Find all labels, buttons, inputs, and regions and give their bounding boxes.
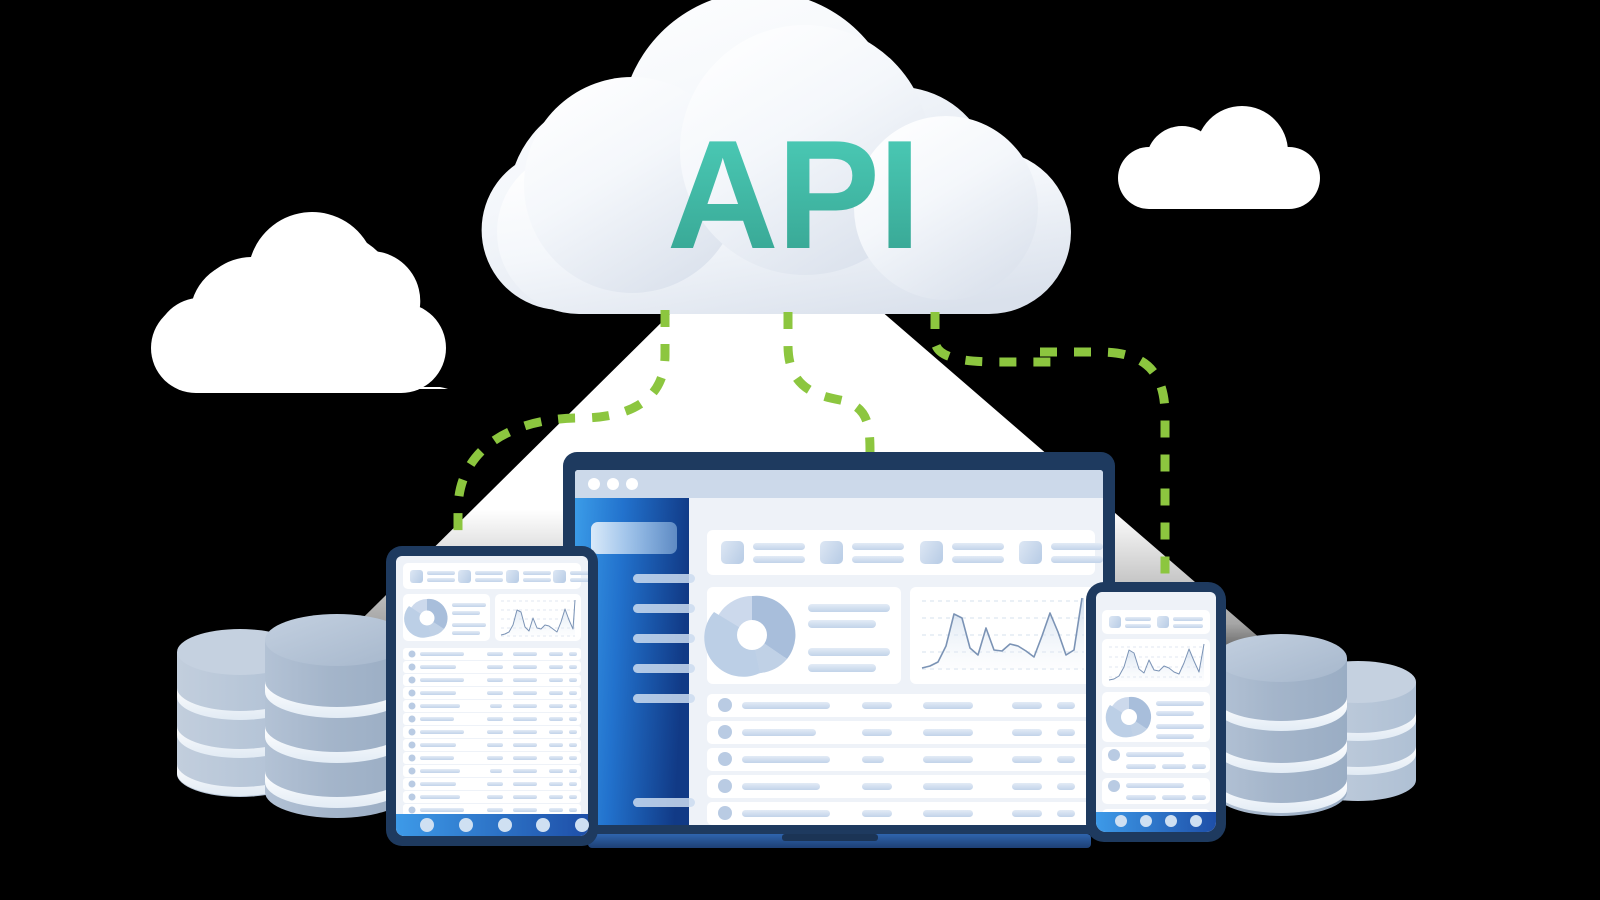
tablet-home-dot[interactable]	[498, 818, 512, 832]
window-dot-3[interactable]	[626, 478, 638, 490]
sidebar-item-2[interactable]	[633, 604, 695, 613]
phone-legend-4	[1156, 734, 1194, 739]
stat-item-1[interactable]	[721, 541, 805, 564]
connector-group	[453, 310, 1170, 592]
table-row[interactable]	[707, 748, 1095, 771]
area-chart[interactable]	[921, 597, 1084, 670]
database-stack-right-front	[1215, 634, 1347, 816]
sidebar-item-4[interactable]	[633, 664, 695, 673]
tablet-home-dot[interactable]	[420, 818, 434, 832]
cloud-to-tablet-link	[453, 310, 670, 553]
decor-cloud-left	[151, 212, 448, 393]
window-dot-2[interactable]	[607, 478, 619, 490]
tablet-stat-item[interactable]	[458, 570, 503, 583]
tablet-legend-3	[452, 623, 486, 627]
phone-stat-item[interactable]	[1109, 616, 1151, 628]
tablet-stat-item[interactable]	[553, 570, 598, 583]
sidebar-item-1[interactable]	[633, 574, 695, 583]
tablet-legend-1	[452, 603, 486, 607]
laptop-table	[707, 694, 1095, 825]
tablet-legend-2	[452, 611, 480, 615]
list-item[interactable]	[403, 765, 581, 777]
list-item[interactable]	[403, 648, 581, 660]
list-item[interactable]	[403, 661, 581, 673]
stat-item-4[interactable]	[1019, 541, 1103, 564]
phone-home-dot[interactable]	[1190, 815, 1202, 827]
laptop-title-bar	[575, 470, 1103, 498]
phone-legend-2	[1156, 711, 1194, 716]
cloud-to-phone-link-b	[1040, 347, 1170, 592]
phone-legend-1	[1156, 701, 1204, 706]
phone-legend-3	[1156, 724, 1204, 729]
sidebar-item-3[interactable]	[633, 634, 695, 643]
phone-home-dot[interactable]	[1140, 815, 1152, 827]
tablet-home-dot[interactable]	[459, 818, 473, 832]
cloud-to-laptop-link	[783, 312, 875, 453]
tablet-home-dot[interactable]	[575, 818, 589, 832]
phone-area-chart[interactable]	[1108, 643, 1205, 681]
stat-item-2[interactable]	[820, 541, 904, 564]
sidebar-item-6[interactable]	[633, 798, 695, 807]
donut-legend-3	[808, 648, 890, 656]
phone-home-dot[interactable]	[1115, 815, 1127, 827]
sidebar-item-5[interactable]	[633, 694, 695, 703]
phone-home-bar	[1096, 812, 1216, 832]
decor-cloud-right	[1118, 106, 1320, 209]
laptop-stats-card	[707, 530, 1095, 575]
table-row[interactable]	[707, 775, 1095, 798]
list-item[interactable]	[403, 752, 581, 764]
phone-device[interactable]	[1086, 582, 1226, 842]
phone-stat-item[interactable]	[1157, 616, 1203, 628]
sidebar-item-active[interactable]	[591, 522, 677, 554]
phone-home-dot[interactable]	[1165, 815, 1177, 827]
list-item[interactable]	[403, 674, 581, 686]
phone-list-item[interactable]	[1102, 778, 1210, 804]
list-item[interactable]	[403, 739, 581, 751]
phone-donut-chart[interactable]	[1105, 696, 1152, 738]
laptop-device[interactable]	[563, 452, 1115, 848]
list-item[interactable]	[403, 726, 581, 738]
tablet-list	[403, 648, 581, 816]
table-row[interactable]	[707, 802, 1095, 825]
database-stack-left-front	[265, 614, 409, 818]
list-item[interactable]	[403, 713, 581, 725]
list-item[interactable]	[403, 804, 581, 816]
list-item[interactable]	[403, 700, 581, 712]
list-item[interactable]	[403, 791, 581, 803]
tablet-donut-chart[interactable]	[404, 598, 448, 638]
donut-legend-2	[808, 620, 876, 628]
phone-list-item[interactable]	[1102, 747, 1210, 773]
tablet-area-chart[interactable]	[500, 599, 576, 637]
api-cloud: API	[481, 0, 1071, 314]
donut-legend-1	[808, 604, 890, 612]
tablet-home-dot[interactable]	[536, 818, 550, 832]
tablet-stat-item[interactable]	[410, 570, 455, 583]
stat-item-3[interactable]	[920, 541, 1004, 564]
list-item[interactable]	[403, 687, 581, 699]
tablet-stats-card	[403, 563, 581, 589]
tablet-device[interactable]	[386, 546, 598, 846]
list-item[interactable]	[403, 778, 581, 790]
window-dot-1[interactable]	[588, 478, 600, 490]
donut-chart[interactable]	[704, 595, 796, 677]
tablet-legend-4	[452, 631, 480, 635]
api-cloud-label: API	[667, 108, 919, 281]
donut-legend-4	[808, 664, 876, 672]
table-row[interactable]	[707, 721, 1095, 744]
laptop-trackpad-notch	[782, 834, 878, 841]
table-row[interactable]	[707, 694, 1095, 717]
tablet-stat-item[interactable]	[506, 570, 551, 583]
